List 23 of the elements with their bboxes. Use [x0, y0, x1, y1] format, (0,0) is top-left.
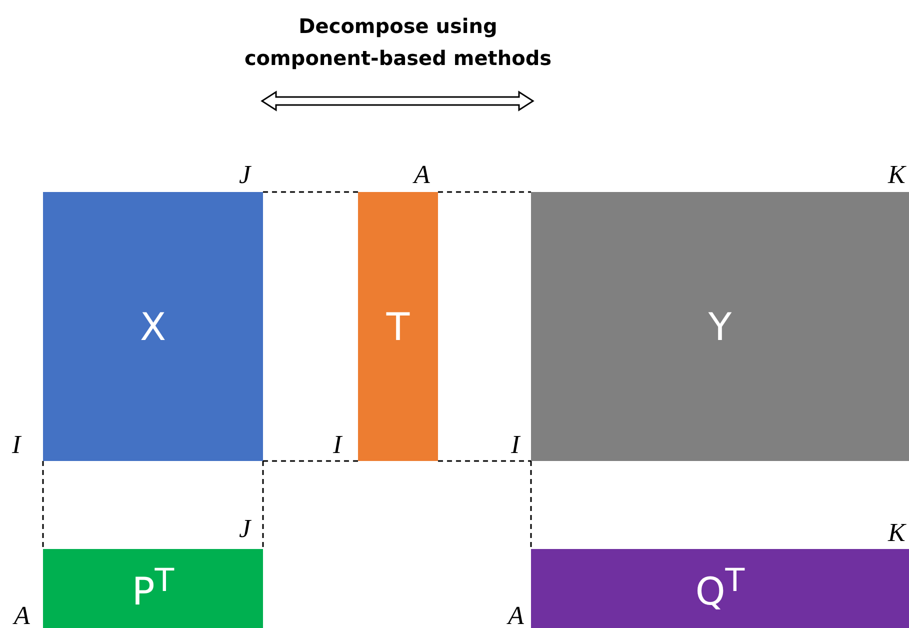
- dimension-label: A: [14, 603, 30, 628]
- dimension-label: A: [414, 162, 430, 188]
- dashed-connector: [438, 191, 531, 193]
- dimension-label: K: [888, 162, 906, 188]
- matrix-block: T: [358, 192, 438, 461]
- dashed-connector: [42, 461, 44, 549]
- dashed-connector: [438, 460, 531, 462]
- dimension-label: J: [239, 516, 251, 542]
- title: Decompose using component-based methods: [243, 13, 553, 72]
- matrix-block: Q$^{T}$: [531, 549, 909, 628]
- dimension-label: I: [12, 432, 21, 458]
- dashed-connector: [262, 461, 264, 549]
- matrix-block: P$^{T}$: [43, 549, 263, 628]
- dashed-connector: [530, 461, 532, 549]
- matrix-block: X: [43, 192, 263, 461]
- dimension-label: I: [511, 432, 520, 458]
- dimension-label: I: [333, 432, 342, 458]
- dimension-label: A: [508, 603, 524, 628]
- dashed-connector: [263, 191, 358, 193]
- matrix-block: Y: [531, 192, 909, 461]
- dashed-connector: [263, 460, 358, 462]
- dimension-label: J: [239, 162, 251, 188]
- dimension-label: K: [888, 520, 906, 546]
